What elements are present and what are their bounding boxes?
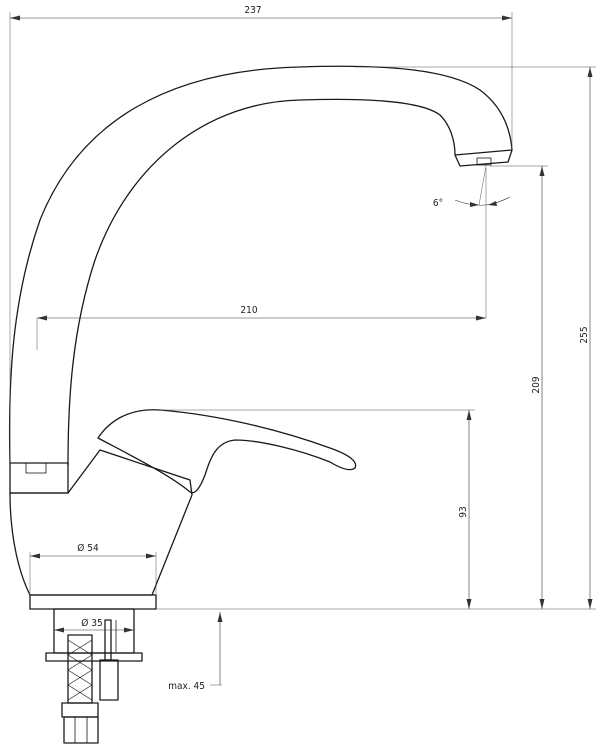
dim-line-angle bbox=[454, 196, 511, 206]
faucet-body bbox=[9, 449, 193, 596]
spout-inner-contour bbox=[67, 98, 456, 466]
dim-overall-width: 237 bbox=[244, 5, 261, 16]
hose-nut bbox=[63, 716, 99, 744]
aerator bbox=[476, 157, 492, 166]
mounting-shank bbox=[53, 608, 135, 654]
deck-plate bbox=[29, 594, 157, 610]
dim-max-deck-thickness: max. 45 bbox=[168, 681, 205, 692]
hose-braid bbox=[67, 639, 93, 701]
rod-nut bbox=[99, 659, 119, 701]
dim-total-height: 255 bbox=[579, 326, 590, 343]
faucet-outline bbox=[8, 65, 513, 744]
dim-outlet-height: 209 bbox=[531, 376, 542, 393]
mounting-rod bbox=[104, 619, 112, 661]
hose-connector bbox=[61, 702, 99, 718]
spout-collar bbox=[9, 462, 69, 494]
dim-spout-angle: 6° bbox=[433, 198, 443, 209]
spout-outer-contour bbox=[8, 65, 513, 466]
mounting-nut bbox=[45, 652, 143, 662]
lever-handle bbox=[97, 409, 357, 494]
dim-base-diameter: Ø 54 bbox=[77, 542, 99, 554]
dim-spout-reach: 210 bbox=[240, 305, 257, 316]
spout-tip bbox=[454, 149, 513, 167]
dimension-lines: 237 210 6° 255 209 93 bbox=[9, 5, 596, 692]
lever-cartridge bbox=[99, 449, 191, 481]
dim-lever-height: 93 bbox=[458, 506, 469, 517]
collar-notch bbox=[25, 462, 47, 474]
dim-shank-diameter: Ø 35 bbox=[81, 617, 102, 629]
